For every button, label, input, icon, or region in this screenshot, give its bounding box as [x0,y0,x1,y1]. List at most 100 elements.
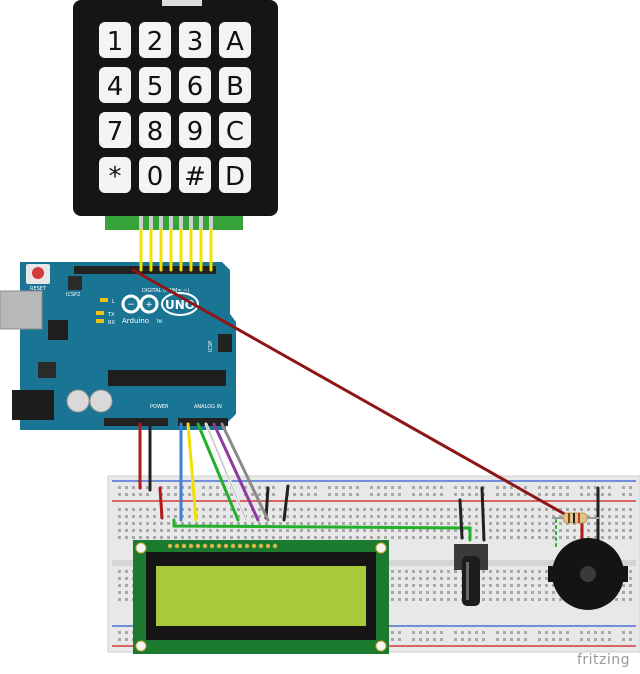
breadboard-hole [223,536,226,539]
key-face[interactable] [179,22,211,58]
breadboard-hole [125,529,128,532]
breadboard-hole [405,522,408,525]
breadboard-hole [468,631,471,634]
key-16[interactable]: D [219,157,251,193]
key-15[interactable]: # [179,157,211,193]
breadboard-hole [447,570,450,573]
key-face[interactable] [99,157,131,193]
breadboard-hole [223,515,226,518]
key-label: * [109,162,122,192]
breadboard-hole [510,508,513,511]
key-face[interactable] [179,112,211,148]
breadboard-hole [622,486,625,489]
breadboard-hole [531,529,534,532]
key-6[interactable]: 5 [139,67,171,103]
lcd-pin [174,543,180,549]
breadboard-hole [132,493,135,496]
breadboard-hole [433,584,436,587]
breadboard-hole [230,529,233,532]
key-13[interactable]: * [99,157,131,193]
breadboard-hole [461,486,464,489]
breadboard-hole [461,508,464,511]
breadboard-hole [405,508,408,511]
breadboard-hole [545,536,548,539]
breadboard-hole [517,631,520,634]
breadboard-hole [559,486,562,489]
breadboard-hole [503,584,506,587]
breadboard-hole [223,529,226,532]
key-face[interactable] [219,157,251,193]
breadboard-hole [629,631,632,634]
breadboard-hole [244,529,247,532]
breadboard-hole [272,508,275,511]
breadboard-hole [426,584,429,587]
breadboard-hole [629,584,632,587]
key-4[interactable]: A [219,22,251,58]
key-face[interactable] [139,67,171,103]
key-face[interactable] [139,22,171,58]
key-face[interactable] [99,112,131,148]
key-face[interactable] [99,67,131,103]
key-1[interactable]: 1 [99,22,131,58]
lcd-16x2 [133,540,389,654]
breadboard-hole [146,508,149,511]
key-14[interactable]: 0 [139,157,171,193]
breadboard-hole [454,508,457,511]
breadboard-hole [286,508,289,511]
breadboard-hole [412,577,415,580]
piezo-buzzer [548,538,628,610]
key-2[interactable]: 2 [139,22,171,58]
key-label: 9 [187,117,204,147]
breadboard-hole [209,486,212,489]
key-face[interactable] [219,112,251,148]
breadboard-hole [566,638,569,641]
breadboard-hole [412,584,415,587]
breadboard-hole [503,529,506,532]
key-face[interactable] [179,67,211,103]
key-face[interactable] [139,112,171,148]
breadboard-hole [216,486,219,489]
breadboard-hole [391,598,394,601]
breadboard-hole [146,486,149,489]
key-face[interactable] [99,22,131,58]
pot-knob[interactable] [462,556,480,606]
breadboard-hole [398,598,401,601]
breadboard-hole [447,536,450,539]
breadboard-hole [314,536,317,539]
breadboard-hole [209,515,212,518]
breadboard-hole [496,493,499,496]
key-label: 0 [147,162,164,192]
lcd-pin [258,543,264,549]
breadboard-hole [384,515,387,518]
key-face[interactable] [139,157,171,193]
breadboard-hole [594,536,597,539]
key-10[interactable]: 8 [139,112,171,148]
breadboard-hole [356,486,359,489]
breadboard-hole [377,508,380,511]
breadboard-hole [440,591,443,594]
capacitor-1 [66,389,90,413]
breadboard-hole [538,570,541,573]
breadboard-hole [580,493,583,496]
key-8[interactable]: B [219,67,251,103]
key-11[interactable]: 9 [179,112,211,148]
breadboard-hole [608,536,611,539]
key-face[interactable] [179,157,211,193]
breadboard-hole [587,536,590,539]
key-5[interactable]: 4 [99,67,131,103]
reset-button-cap[interactable] [32,267,44,279]
key-face[interactable] [219,67,251,103]
breadboard-hole [160,536,163,539]
key-7[interactable]: 6 [179,67,211,103]
breadboard-hole [258,493,261,496]
breadboard-hole [573,536,576,539]
key-face[interactable] [219,22,251,58]
breadboard-hole [391,577,394,580]
key-3[interactable]: 3 [179,22,211,58]
key-12[interactable]: C [219,112,251,148]
key-9[interactable]: 7 [99,112,131,148]
wire-black-pot [458,498,464,540]
breadboard-hole [384,486,387,489]
breadboard-hole [524,508,527,511]
breadboard-hole [454,577,457,580]
